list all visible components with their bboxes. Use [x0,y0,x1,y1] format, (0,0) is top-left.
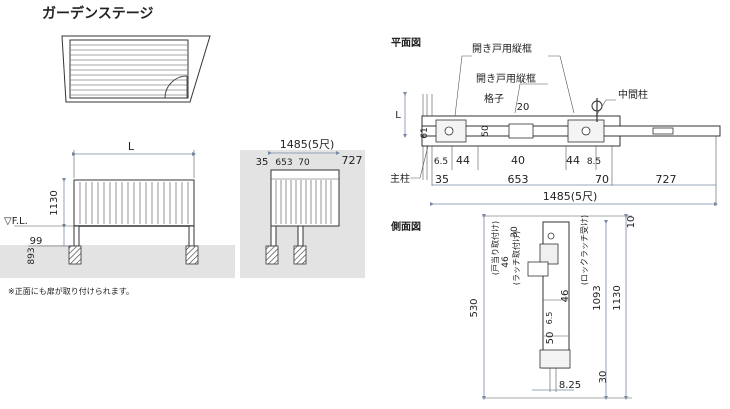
side-d35: 35 [256,157,269,168]
plan-d727: 727 [656,173,677,186]
front-dim-99: 99 [30,236,43,247]
plan-d20: 20 [517,102,530,113]
side-d727: 727 [342,154,363,167]
side-total: 1485(5尺) [280,138,335,151]
sec-door-mount: (戸当り取付け) [490,221,500,275]
sec-d46b: 46 [560,290,571,303]
sec-d10: 10 [626,216,637,229]
front-dim-893: 893 [27,247,37,264]
plan-d653: 653 [508,173,529,186]
sec-latch-stay: (ロックラッチ受け) [579,215,589,285]
plan-d44b: 44 [566,154,580,167]
side-d653: 653 [275,158,292,168]
sec-d6-5: 6.5 [545,312,554,325]
plan-d8-5: 8.5 [587,157,601,167]
sec-d46a: 46 [501,256,511,268]
page-title: ガーデンステージ [42,5,153,22]
plan-d35: 35 [435,173,449,186]
callout-door-frame-2: 開き戸用縦框 [476,72,536,85]
section-view: 側面図 530 (戸当り取付け) (ラッチ取付け) (ロックラッチ受け) 30 … [390,214,637,400]
sec-d530: 530 [469,298,480,317]
plan-d44a: 44 [456,154,470,167]
side-elevation-small: 1485(5尺) 35 653 70 727 [240,138,365,278]
callout-lattice: 格子 [484,92,504,105]
fl-label: ▽F.L. [4,216,28,227]
front-height-1130: 1130 [49,190,60,215]
sec-d1130: 1130 [612,285,623,310]
sec-d50: 50 [545,332,556,345]
side-d70: 70 [298,158,310,168]
section-heading: 側面図 [390,220,421,233]
sec-d30b: 30 [598,371,609,384]
sec-latch-mount: (ラッチ取付け) [511,231,521,285]
plan-d50: 50 [481,125,491,137]
plan-d61: 61 [420,127,430,138]
door-note: ※正面にも扉が取り付けられます。 [8,286,134,296]
plan-total: 1485(5尺) [543,190,598,203]
overview-sketch [61,35,211,103]
callout-mid-post: 中間柱 [618,88,648,101]
plan-heading: 平面図 [391,37,421,49]
callout-main-post: 主柱 [390,172,410,185]
plan-L: L [395,110,401,121]
sec-d8-25: 8.25 [559,380,581,391]
plan-d70: 70 [595,173,609,186]
callout-door-frame-1: 開き戸用縦框 [472,42,532,55]
sec-d1093: 1093 [592,285,603,310]
front-width-label: L [128,140,135,153]
plan-d6-5a: 6.5 [434,157,448,167]
sec-d30a: 30 [510,226,520,238]
plan-view: 平面図 開き戸用縦框 開き戸用縦框 格子 中間柱 L 61 50 20 [390,37,721,206]
plan-d40: 40 [511,154,525,167]
front-elevation: L 1130 ▽F.L. 99 893 [0,140,235,278]
